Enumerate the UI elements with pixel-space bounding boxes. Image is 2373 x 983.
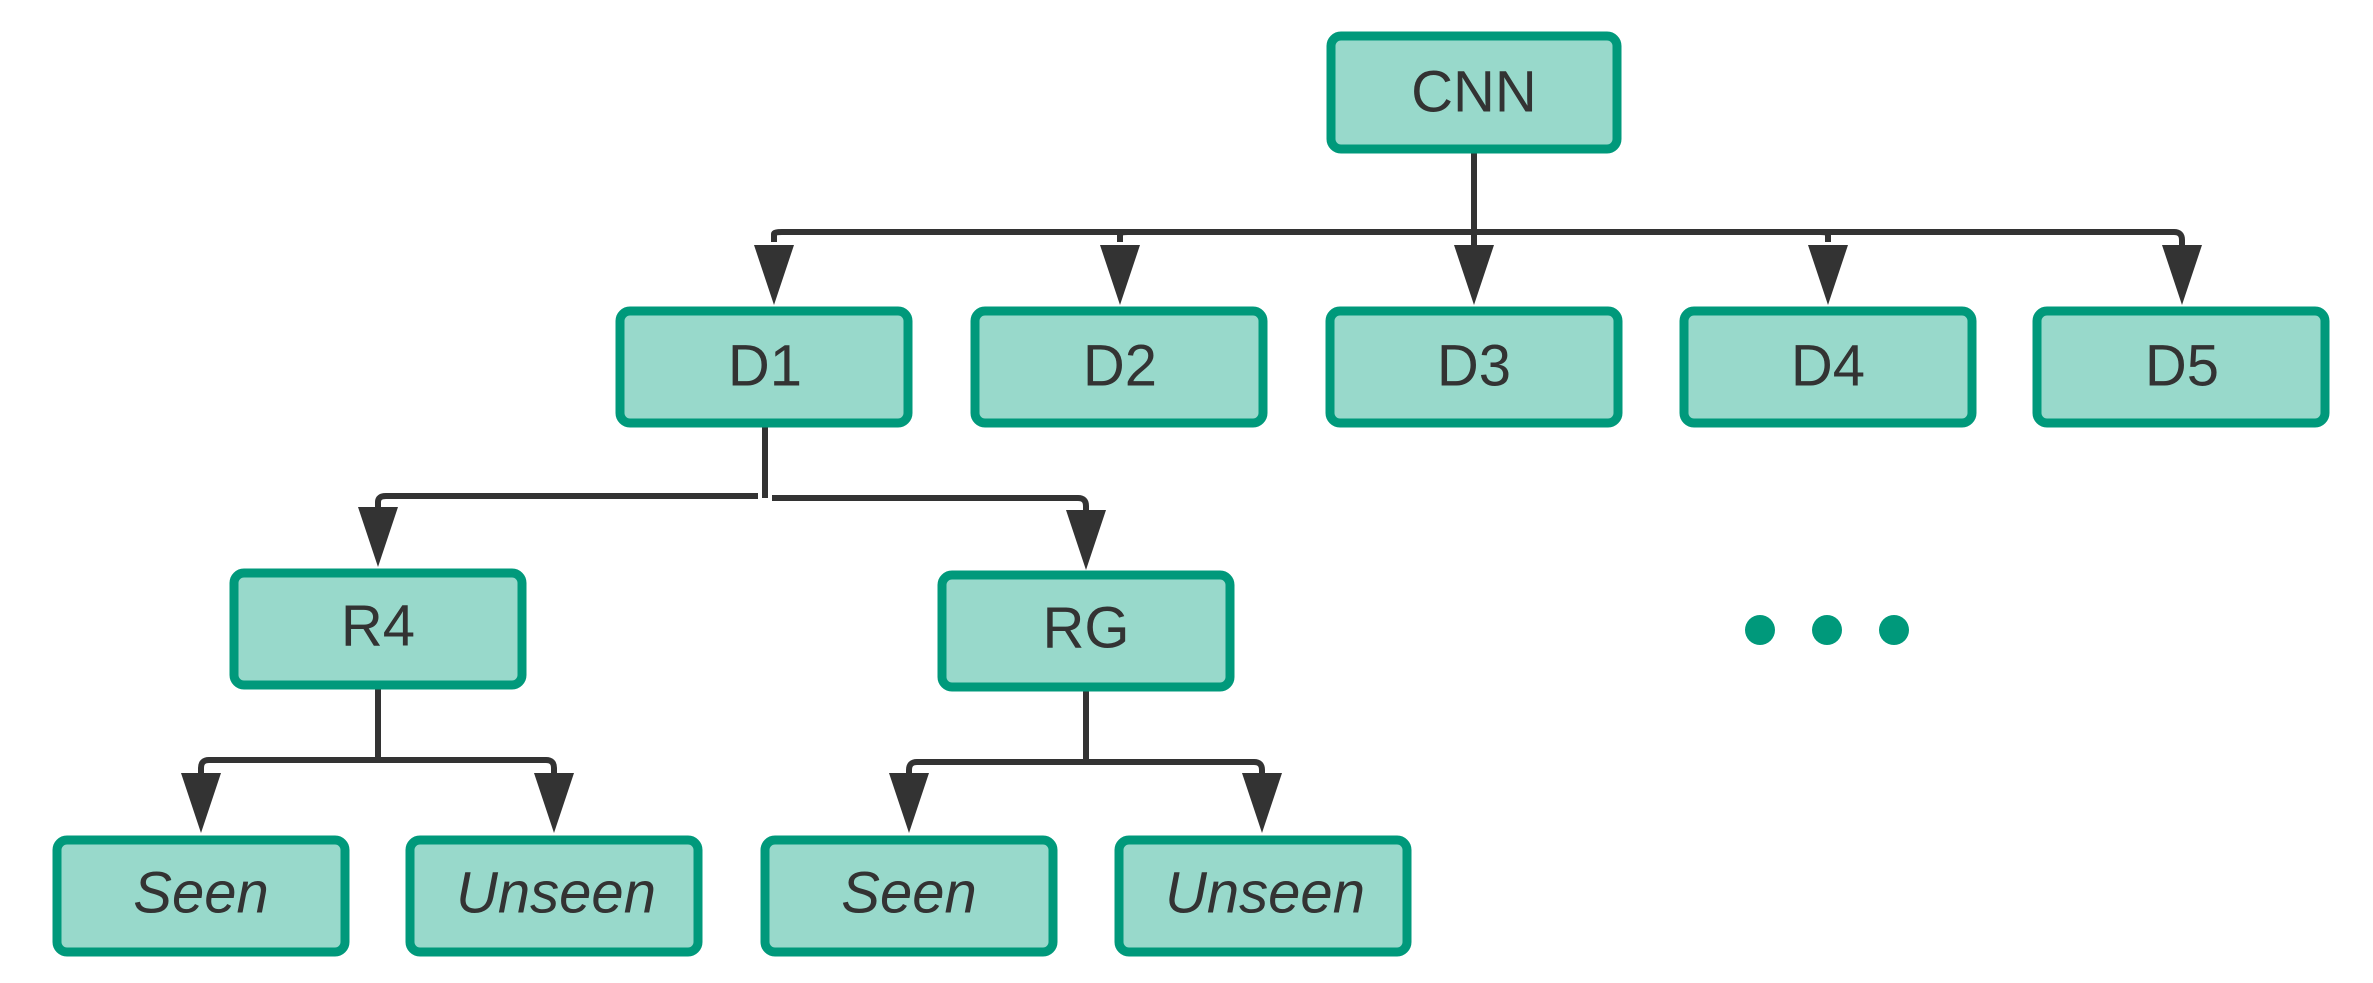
node-label: R4 <box>341 594 415 659</box>
ellipsis-icon <box>1745 615 1909 645</box>
node-rg: RG <box>937 570 1235 692</box>
node-rg-unseen: Unseen <box>1114 835 1412 957</box>
arrow-to-rg <box>1066 510 1106 570</box>
edge-d1-bus <box>375 424 1089 514</box>
arrow-to-d5 <box>2162 245 2202 305</box>
edge-rg-bus <box>906 690 1265 775</box>
arrow-to-rg-unseen <box>1242 773 1282 833</box>
node-label: Unseen <box>1165 861 1365 926</box>
node-label: D4 <box>1791 334 1865 399</box>
arrow-to-r4 <box>358 507 398 567</box>
arrow-to-d2 <box>1100 245 1140 305</box>
node-d3: D3 <box>1325 306 1623 428</box>
node-r4-seen: Seen <box>52 835 350 957</box>
node-label: D1 <box>728 334 802 399</box>
arrow-to-d3 <box>1454 245 1494 305</box>
node-label: D5 <box>2145 334 2219 399</box>
node-label: D2 <box>1083 334 1157 399</box>
node-label: RG <box>1043 596 1130 661</box>
node-label: Unseen <box>456 861 656 926</box>
node-cnn: CNN <box>1326 31 1622 154</box>
node-d5: D5 <box>2032 306 2330 428</box>
node-label: D3 <box>1437 334 1511 399</box>
edge-cnn-bus <box>771 152 2185 248</box>
node-r4-unseen: Unseen <box>405 835 703 957</box>
node-d1: D1 <box>615 306 913 428</box>
arrowheads <box>181 245 2202 833</box>
edge-r4-bus <box>198 688 557 775</box>
node-rg-seen: Seen <box>760 835 1058 957</box>
node-r4: R4 <box>229 568 527 690</box>
arrow-to-r4-seen <box>181 773 221 833</box>
node-d4: D4 <box>1679 306 1977 428</box>
edges <box>198 152 2185 775</box>
node-label: Seen <box>133 861 268 926</box>
arrow-to-d1 <box>754 245 794 305</box>
node-d2: D2 <box>970 306 1268 428</box>
arrow-to-r4-unseen <box>534 773 574 833</box>
arrow-to-d4 <box>1808 245 1848 305</box>
node-label: Seen <box>841 861 976 926</box>
arrow-to-rg-seen <box>889 773 929 833</box>
node-label: CNN <box>1411 60 1537 125</box>
